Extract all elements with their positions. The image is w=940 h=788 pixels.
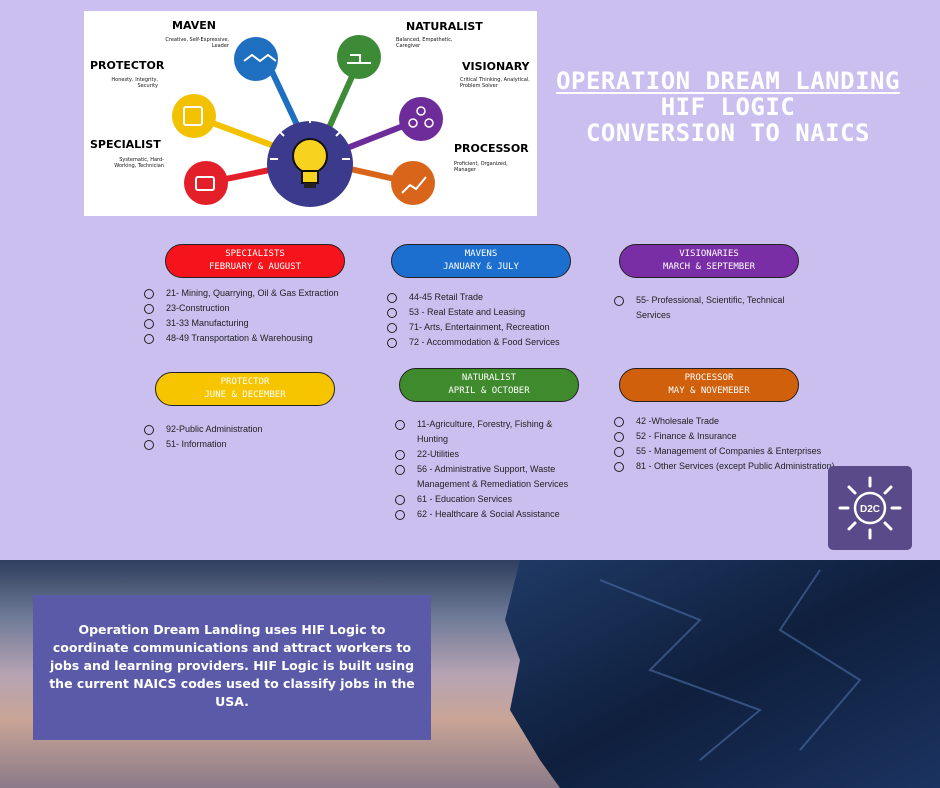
mavens-list: 44-45 Retail Trade 53 - Real Estate and … (387, 290, 577, 350)
visionaries-pill: VISIONARIES MARCH & SEPTEMBER (619, 244, 799, 278)
protector-months: JUNE & DECEMBER (204, 390, 286, 400)
processor-name: PROCESSOR (684, 373, 734, 383)
description-box: Operation Dream Landing uses HIF Logic t… (33, 595, 431, 740)
protector-pill: PROTECTOR JUNE & DECEMBER (155, 372, 335, 406)
list-item: 22-Utilities (395, 447, 585, 462)
list-item: 62 - Healthcare & Social Assistance (395, 507, 585, 522)
processor-label: PROCESSOR (454, 142, 529, 155)
list-item: 44-45 Retail Trade (387, 290, 577, 305)
list-item: 81 - Other Services (except Public Admin… (614, 459, 846, 474)
d2c-logo: D2C (828, 466, 912, 550)
protector-list: 92-Public Administration 51- Information (144, 422, 344, 452)
personality-infographic: MAVEN Creative, Self-Expressive, Leader … (84, 11, 537, 216)
naturalist-name: NATURALIST (461, 373, 517, 383)
processor-pill: PROCESSOR MAY & NOVEMEBER (619, 368, 799, 402)
list-item: 55 - Management of Companies & Enterpris… (614, 444, 846, 459)
specialist-label: SPECIALIST (90, 138, 161, 151)
mavens-pill: MAVENS JANUARY & JULY (391, 244, 571, 278)
processor-list: 42 -Wholesale Trade 52 - Finance & Insur… (614, 414, 846, 474)
title-line-3: CONVERSION TO NAICS (585, 119, 871, 147)
naturalist-label: NATURALIST (406, 20, 483, 33)
list-item: 56 - Administrative Support, Waste Manag… (395, 462, 585, 492)
mavens-months: JANUARY & JULY (443, 262, 519, 272)
processor-months: MAY & NOVEMEBER (668, 386, 750, 396)
list-item: 72 - Accommodation & Food Services (387, 335, 577, 350)
visionary-desc: Critical Thinking, Analytical, Problem S… (460, 77, 530, 89)
list-item: 51- Information (144, 437, 344, 452)
background-photo: Operation Dream Landing uses HIF Logic t… (0, 560, 940, 788)
title-line-1: OPERATION DREAM LANDING (556, 67, 900, 95)
visionaries-list: 55- Professional, Scientific, Technical … (614, 293, 814, 323)
naturalist-desc: Balanced, Empathetic, Caregiver (396, 37, 453, 49)
protector-icon (172, 94, 216, 138)
list-item: 42 -Wholesale Trade (614, 414, 846, 429)
specialists-list: 21- Mining, Quarrying, Oil & Gas Extract… (144, 286, 374, 346)
list-item: 61 - Education Services (395, 492, 585, 507)
logo-text: D2C (860, 504, 880, 515)
protector-name: PROTECTOR (220, 377, 270, 387)
list-item: 31-33 Manufacturing (144, 316, 374, 331)
list-item: 55- Professional, Scientific, Technical … (614, 293, 814, 323)
visionary-icon (399, 97, 443, 141)
visionaries-months: MARCH & SEPTEMBER (662, 262, 756, 272)
sun-icon: D2C (838, 476, 902, 540)
cliff-image (505, 560, 940, 788)
processor-icon (391, 161, 435, 205)
list-item: 92-Public Administration (144, 422, 344, 437)
protector-label: PROTECTOR (90, 59, 165, 72)
maven-desc: Creative, Self-Expressive, Leader (165, 37, 229, 49)
naturalist-months: APRIL & OCTOBER (448, 386, 530, 396)
top-panel: MAVEN Creative, Self-Expressive, Leader … (84, 11, 912, 550)
specialist-desc: Systematic, Hard-Working, Technician (114, 157, 164, 169)
infographic-graphic (172, 35, 443, 207)
visionaries-name: VISIONARIES (679, 249, 739, 259)
list-item: 23-Construction (144, 301, 374, 316)
specialist-icon (184, 161, 228, 205)
specialists-pill: SPECIALISTS FEBRUARY & AUGUST (165, 244, 345, 278)
specialists-months: FEBRUARY & AUGUST (208, 262, 302, 272)
specialists-name: SPECIALISTS (225, 249, 285, 259)
list-item: 71- Arts, Entertainment, Recreation (387, 320, 577, 335)
list-item: 48-49 Transportation & Warehousing (144, 331, 374, 346)
mavens-name: MAVENS (464, 249, 498, 259)
visionary-label: VISIONARY (462, 60, 530, 73)
processor-desc: Proficient, Organized, Manager (454, 161, 508, 173)
list-item: 21- Mining, Quarrying, Oil & Gas Extract… (144, 286, 374, 301)
title-line-2: HIF LOGIC (660, 93, 796, 121)
list-item: 52 - Finance & Insurance (614, 429, 846, 444)
protector-desc: Honesty, Integrity, Security (111, 77, 158, 89)
list-item: 11-Agriculture, Forestry, Fishing & Hunt… (395, 417, 585, 447)
naturalist-list: 11-Agriculture, Forestry, Fishing & Hunt… (395, 417, 585, 522)
maven-label: MAVEN (172, 19, 216, 32)
list-item: 53 - Real Estate and Leasing (387, 305, 577, 320)
naturalist-pill: NATURALIST APRIL & OCTOBER (399, 368, 579, 402)
page-title: OPERATION DREAM LANDING HIF LOGIC CONVER… (548, 68, 908, 146)
